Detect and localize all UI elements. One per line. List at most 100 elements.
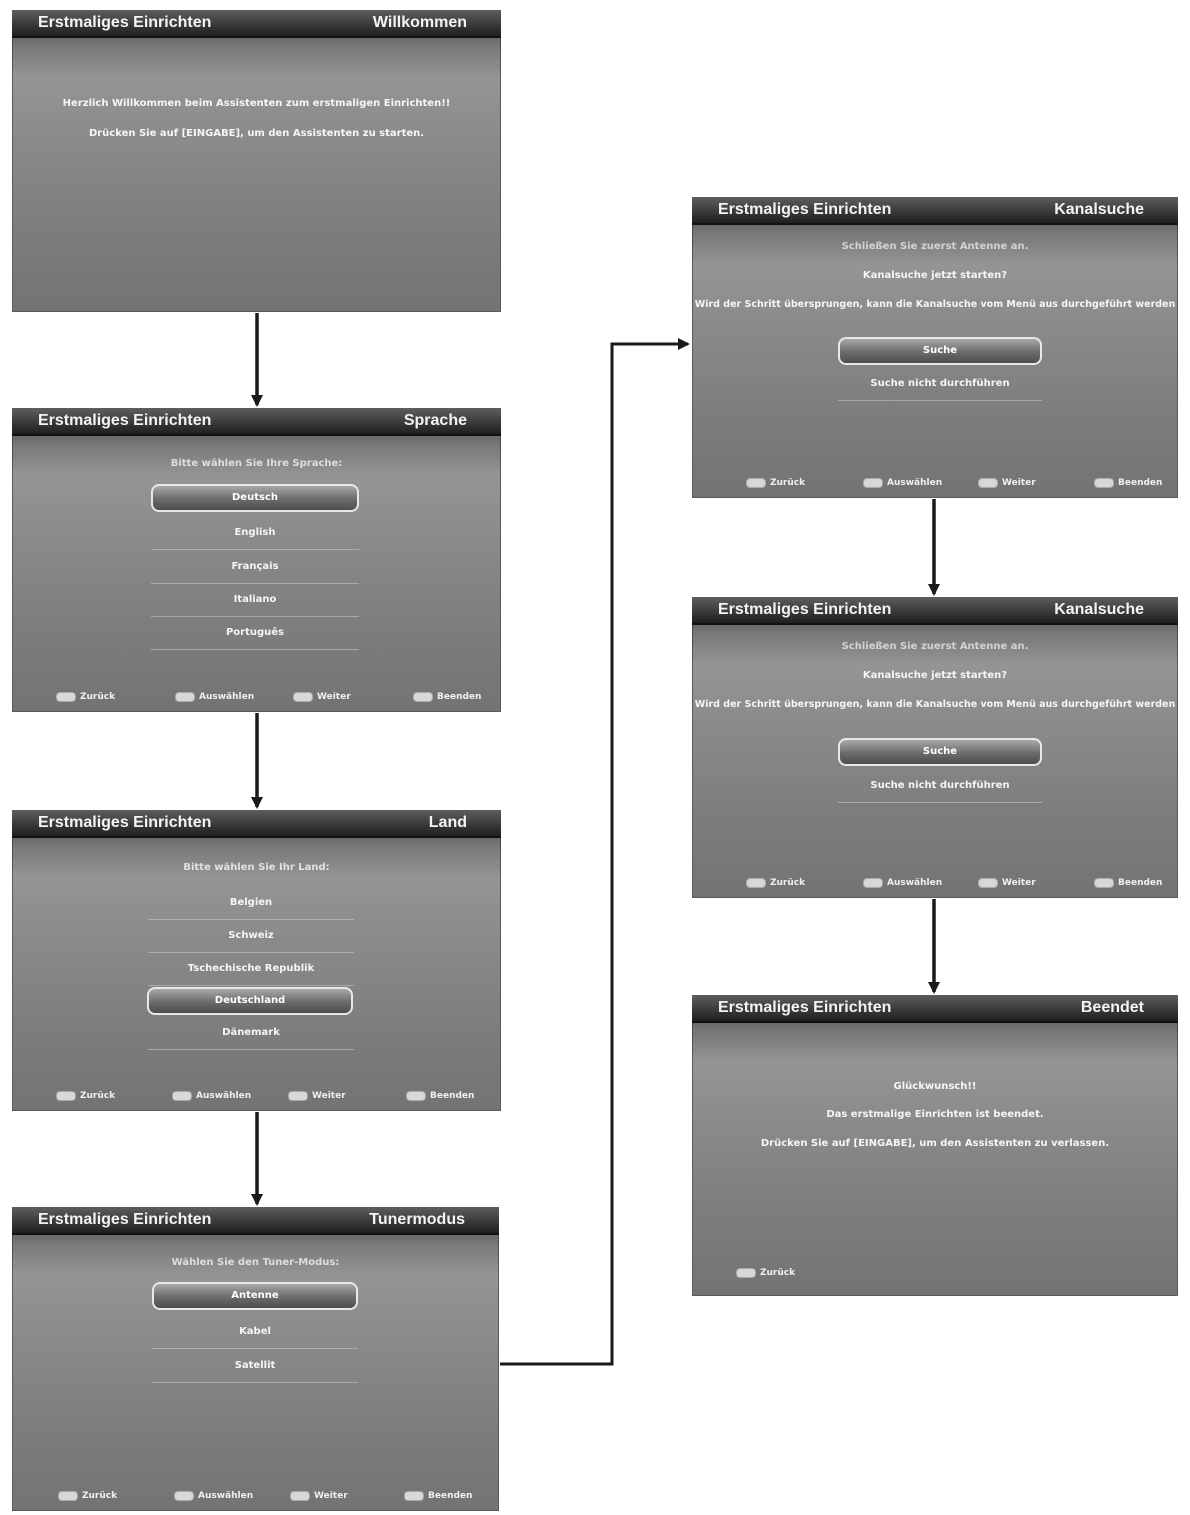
next-button[interactable]: Weiter xyxy=(290,1491,348,1501)
arrow-tunermodus-to-kanalsuche xyxy=(500,338,690,1366)
option-english[interactable]: English xyxy=(151,518,359,550)
start-instruction: Drücken Sie auf [EINGABE], um den Assist… xyxy=(88,128,425,139)
exit-button[interactable]: Beenden xyxy=(404,1491,472,1501)
language-prompt: Bitte wählen Sie Ihre Sprache: xyxy=(170,458,343,469)
key-icon xyxy=(746,478,766,488)
option-deutsch[interactable]: Deutsch xyxy=(151,484,359,512)
skip-search-option[interactable]: Suche nicht durchführen xyxy=(838,369,1042,401)
option-daenemark[interactable]: Dänemark xyxy=(148,1018,354,1050)
tuner-prompt: Wählen Sie den Tuner-Modus: xyxy=(171,1257,340,1268)
antenna-instruction: Schließen Sie zuerst Antenne an. xyxy=(841,641,1029,652)
exit-button[interactable]: Beenden xyxy=(1094,478,1162,488)
key-icon xyxy=(58,1491,78,1501)
screen-step: Kanalsuche xyxy=(1054,601,1144,618)
back-button[interactable]: Zurück xyxy=(56,1091,115,1101)
key-icon xyxy=(172,1091,192,1101)
screen-title: Erstmaliges Einrichten xyxy=(38,14,212,31)
key-icon xyxy=(1094,478,1114,488)
next-button[interactable]: Weiter xyxy=(978,878,1036,888)
key-icon xyxy=(174,1491,194,1501)
back-button[interactable]: Zurück xyxy=(736,1268,795,1278)
select-button[interactable]: Auswählen xyxy=(863,478,942,488)
select-button[interactable]: Auswählen xyxy=(174,1491,253,1501)
screen-sprache: Erstmaliges Einrichten Sprache Bitte wäh… xyxy=(12,408,501,712)
finished-line: Das erstmalige Einrichten ist beendet. xyxy=(826,1109,1044,1120)
search-button[interactable]: Suche xyxy=(838,337,1042,365)
key-icon xyxy=(863,878,883,888)
screen-step: Land xyxy=(428,814,467,831)
option-francais[interactable]: Français xyxy=(151,552,359,584)
option-satellit[interactable]: Satellit xyxy=(152,1350,358,1383)
select-button[interactable]: Auswählen xyxy=(175,692,254,702)
footer-bar: Zurück Auswählen Weiter Beenden xyxy=(692,878,1178,892)
screen-header: Erstmaliges Einrichten Beendet xyxy=(692,995,1178,1023)
congrats-line: Glückwunsch!! xyxy=(893,1081,977,1092)
screen-step: Sprache xyxy=(403,412,467,429)
screen-header: Erstmaliges Einrichten Sprache xyxy=(12,408,501,436)
screen-title: Erstmaliges Einrichten xyxy=(38,1211,212,1228)
key-icon xyxy=(406,1091,426,1101)
screen-step: Willkommen xyxy=(372,14,467,31)
skip-search-option[interactable]: Suche nicht durchführen xyxy=(838,771,1042,803)
screen-title: Erstmaliges Einrichten xyxy=(718,201,892,218)
screen-kanalsuche-1: Erstmaliges Einrichten Kanalsuche Schlie… xyxy=(692,197,1178,498)
footer-bar: Zurück Auswählen Weiter Beenden xyxy=(12,1091,501,1105)
screen-step: Kanalsuche xyxy=(1054,201,1144,218)
option-deutschland[interactable]: Deutschland xyxy=(147,987,353,1015)
key-icon xyxy=(288,1091,308,1101)
back-button[interactable]: Zurück xyxy=(58,1491,117,1501)
option-kabel[interactable]: Kabel xyxy=(152,1316,358,1349)
screen-header: Erstmaliges Einrichten Kanalsuche xyxy=(692,197,1178,225)
exit-button[interactable]: Beenden xyxy=(406,1091,474,1101)
screen-header: Erstmaliges Einrichten Willkommen xyxy=(12,10,501,38)
screen-title: Erstmaliges Einrichten xyxy=(38,412,212,429)
screen-land: Erstmaliges Einrichten Land Bitte wählen… xyxy=(12,810,501,1111)
back-button[interactable]: Zurück xyxy=(746,478,805,488)
screen-title: Erstmaliges Einrichten xyxy=(718,999,892,1016)
key-icon xyxy=(56,1091,76,1101)
exit-button[interactable]: Beenden xyxy=(1094,878,1162,888)
key-icon xyxy=(1094,878,1114,888)
screen-title: Erstmaliges Einrichten xyxy=(38,814,212,831)
screen-header: Erstmaliges Einrichten Land xyxy=(12,810,501,838)
select-button[interactable]: Auswählen xyxy=(863,878,942,888)
screen-willkommen: Erstmaliges Einrichten Willkommen Herzli… xyxy=(12,10,501,312)
skip-note: Wird der Schritt übersprungen, kann die … xyxy=(694,299,1176,310)
next-button[interactable]: Weiter xyxy=(288,1091,346,1101)
search-button[interactable]: Suche xyxy=(838,738,1042,766)
screen-tunermodus: Erstmaliges Einrichten Tunermodus Wählen… xyxy=(12,1207,499,1511)
next-button[interactable]: Weiter xyxy=(978,478,1036,488)
screen-kanalsuche-2: Erstmaliges Einrichten Kanalsuche Schlie… xyxy=(692,597,1178,898)
key-icon xyxy=(56,692,76,702)
key-icon xyxy=(404,1491,424,1501)
footer-bar: Zurück Auswählen Weiter Beenden xyxy=(12,692,501,706)
exit-instruction: Drücken Sie auf [EINGABE], um den Assist… xyxy=(760,1138,1110,1149)
option-tschechische-republik[interactable]: Tschechische Republik xyxy=(148,954,354,986)
key-icon xyxy=(293,692,313,702)
next-button[interactable]: Weiter xyxy=(293,692,351,702)
screen-title: Erstmaliges Einrichten xyxy=(718,601,892,618)
skip-note: Wird der Schritt übersprungen, kann die … xyxy=(694,699,1176,710)
welcome-line: Herzlich Willkommen beim Assistenten zum… xyxy=(62,98,451,109)
option-schweiz[interactable]: Schweiz xyxy=(148,921,354,953)
key-icon xyxy=(978,878,998,888)
key-icon xyxy=(290,1491,310,1501)
antenna-instruction: Schließen Sie zuerst Antenne an. xyxy=(841,241,1029,252)
back-button[interactable]: Zurück xyxy=(56,692,115,702)
footer-bar: Zurück Auswählen Weiter Beenden xyxy=(692,478,1178,492)
option-portugues[interactable]: Português xyxy=(151,618,359,650)
key-icon xyxy=(736,1268,756,1278)
back-button[interactable]: Zurück xyxy=(746,878,805,888)
option-antenne[interactable]: Antenne xyxy=(152,1282,358,1310)
key-icon xyxy=(863,478,883,488)
screen-header: Erstmaliges Einrichten Kanalsuche xyxy=(692,597,1178,625)
option-italiano[interactable]: Italiano xyxy=(151,585,359,617)
exit-button[interactable]: Beenden xyxy=(413,692,481,702)
footer-bar: Zurück xyxy=(692,1268,1178,1290)
key-icon xyxy=(746,878,766,888)
select-button[interactable]: Auswählen xyxy=(172,1091,251,1101)
key-icon xyxy=(413,692,433,702)
option-belgien[interactable]: Belgien xyxy=(148,888,354,920)
scan-question: Kanalsuche jetzt starten? xyxy=(862,670,1008,681)
